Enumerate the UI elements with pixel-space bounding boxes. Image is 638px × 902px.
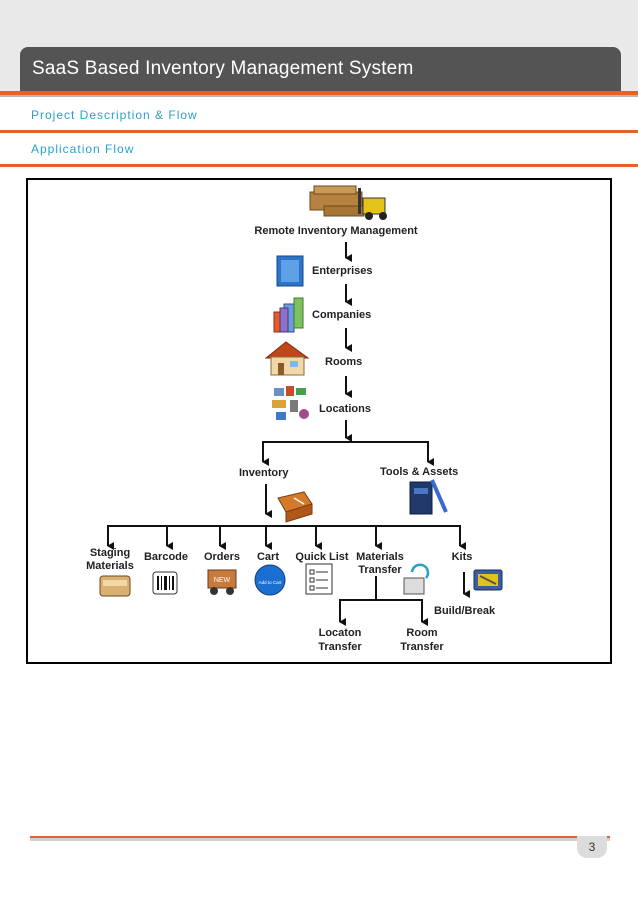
header-accent-line (0, 91, 638, 95)
node-staging-line1: Staging (90, 547, 130, 559)
footer-grey-line (30, 838, 610, 841)
locations-items-icon (272, 386, 309, 420)
section-project-description: Project Description & Flow (31, 108, 198, 122)
node-staging-line2: Materials (86, 560, 134, 572)
kits-toolbox-icon (473, 569, 503, 591)
connector-inventory-tools (262, 441, 429, 460)
node-kits: Kits (452, 551, 473, 563)
node-orders: Orders (204, 551, 240, 563)
section-divider-1 (0, 130, 638, 133)
section-application-flow: Application Flow (31, 142, 135, 156)
node-remote-inventory-management: Remote Inventory Management (254, 225, 418, 237)
node-materials-line2: Transfer (358, 564, 402, 576)
application-flow-diagram: Remote Inventory Management Enterprises … (26, 178, 612, 664)
node-quick-list: Quick List (295, 551, 349, 563)
section-divider-2 (0, 164, 638, 167)
connector-transfer-children (339, 599, 423, 618)
tools-toolbox-icon (409, 479, 448, 515)
node-locations: Locations (319, 403, 371, 415)
node-tools-assets: Tools & Assets (380, 466, 458, 478)
node-companies: Companies (312, 309, 371, 321)
node-build-break: Build/Break (434, 605, 496, 617)
node-barcode: Barcode (144, 551, 188, 563)
node-enterprises: Enterprises (312, 265, 373, 277)
companies-buildings-icon (273, 297, 304, 333)
node-room-transfer-line1: Room (406, 627, 437, 639)
inventory-box-icon (277, 491, 313, 523)
node-location-transfer-line2: Transfer (318, 641, 362, 653)
node-rooms: Rooms (325, 356, 362, 368)
warehouse-forklift-icon (309, 185, 387, 220)
orders-cart-icon: NEW (207, 569, 237, 595)
node-location-transfer-line1: Locaton (319, 627, 362, 639)
document-title: SaaS Based Inventory Management System (32, 58, 414, 79)
materials-transfer-icon (403, 563, 430, 595)
footer-accent-line (30, 836, 610, 838)
page-number: 3 (577, 836, 607, 858)
header-grey-line (0, 95, 638, 97)
svg-text:NEW: NEW (214, 577, 231, 584)
flow-diagram-svg: Remote Inventory Management Enterprises … (86, 185, 503, 653)
svg-text:Add to Cart: Add to Cart (259, 580, 283, 585)
add-to-cart-icon: Add to Cart (254, 564, 286, 596)
node-room-transfer-line2: Transfer (400, 641, 444, 653)
connector-inventory-children (107, 525, 461, 542)
header-bar: SaaS Based Inventory Management System (20, 47, 621, 91)
house-icon (264, 341, 310, 376)
node-cart: Cart (257, 551, 279, 563)
staging-box-icon (99, 575, 131, 597)
checklist-icon (305, 563, 333, 595)
enterprise-building-icon (276, 255, 304, 287)
barcode-icon (152, 571, 178, 595)
node-materials-line1: Materials (356, 551, 404, 563)
node-inventory: Inventory (239, 467, 289, 479)
